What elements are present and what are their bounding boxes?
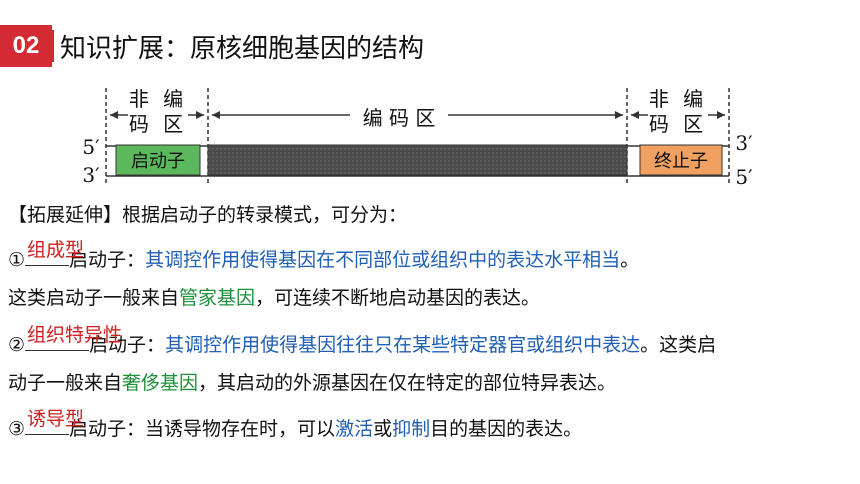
left-region-label: 非 编 码 区 bbox=[128, 86, 188, 138]
item1-answer: 组成型 bbox=[27, 239, 85, 261]
intro-line: 【拓展延伸】根据启动子的转录模式，可分为： bbox=[8, 204, 408, 226]
item1-desc: 其调控作用使得基因在不同部位或组织中的表达水平相当 bbox=[145, 249, 621, 271]
left-region-line1: 非 编 bbox=[128, 87, 188, 111]
item1-line2-a: 这类启动子一般来自 bbox=[8, 287, 180, 309]
five-prime-bottom-right: 5′ bbox=[735, 165, 753, 189]
item2-end: 。这类启 bbox=[640, 334, 717, 356]
badge-divider bbox=[52, 30, 54, 62]
terminator-box bbox=[639, 144, 723, 176]
right-region-line1: 非 编 bbox=[648, 87, 708, 111]
page-title: 知识扩展：原核细胞基因的结构 bbox=[60, 34, 425, 64]
inhibit-word: 抑制 bbox=[392, 418, 431, 440]
item2-number: ② bbox=[8, 334, 26, 356]
five-prime-top: 5′ bbox=[82, 135, 100, 159]
promoter-box bbox=[115, 144, 201, 176]
item2-suffix: 启动子： bbox=[89, 334, 166, 356]
activate-word: 激活 bbox=[335, 418, 374, 440]
right-label-bg bbox=[648, 86, 708, 138]
gene-structure-diagram bbox=[105, 86, 730, 185]
coding-region-box bbox=[207, 144, 628, 176]
item1-blank: 组成型 bbox=[25, 239, 84, 266]
item3-end: 目的基因的表达。 bbox=[430, 418, 583, 440]
three-prime-bottom-left: 3′ bbox=[82, 163, 100, 187]
section-badge: 02 bbox=[0, 25, 52, 67]
housekeeping-gene: 管家基因 bbox=[179, 287, 256, 309]
item2-blank: 组织特异性 bbox=[25, 324, 122, 351]
promoter-label: 启动子 bbox=[131, 151, 185, 172]
item2-answer: 组织特异性 bbox=[27, 324, 123, 346]
item1-number: ① bbox=[8, 249, 26, 271]
item3-number: ③ bbox=[8, 418, 26, 440]
right-region-line2: 码 区 bbox=[648, 112, 708, 136]
item3-answer: 诱导型 bbox=[27, 408, 85, 430]
item2-line2: 动子一般来自奢侈基因，其启动的外源基因在仅在特定的部位特异表达。 bbox=[8, 370, 616, 396]
item2-line2-b: ，其启动的外源基因在仅在特定的部位特异表达。 bbox=[198, 372, 617, 394]
right-region-label: 非 编 码 区 bbox=[648, 86, 708, 138]
item1-end: 。 bbox=[620, 249, 640, 271]
item1-line2: 这类启动子一般来自管家基因，可连续不断地启动基因的表达。 bbox=[8, 285, 540, 311]
item2-line2-a: 动子一般来自 bbox=[8, 372, 123, 394]
item1-line2-b: ，可连续不断地启动基因的表达。 bbox=[255, 287, 541, 309]
coding-region-label: 编 码 区 bbox=[350, 103, 448, 130]
three-prime-top-right: 3′ bbox=[735, 131, 753, 155]
item3-mid: 或 bbox=[373, 418, 393, 440]
terminator-label: 终止子 bbox=[654, 151, 708, 172]
left-label-bg bbox=[128, 86, 188, 138]
left-region-line2: 码 区 bbox=[128, 112, 188, 136]
item3-blank: 诱导型 bbox=[25, 408, 84, 435]
item2-desc: 其调控作用使得基因往往只在某些特定器官或组织中表达 bbox=[165, 334, 641, 356]
luxury-gene: 奢侈基因 bbox=[122, 372, 199, 394]
item1-suffix: 启动子： bbox=[69, 249, 146, 271]
item3-suffix: 启动子：当诱导物存在时，可以 bbox=[69, 418, 336, 440]
